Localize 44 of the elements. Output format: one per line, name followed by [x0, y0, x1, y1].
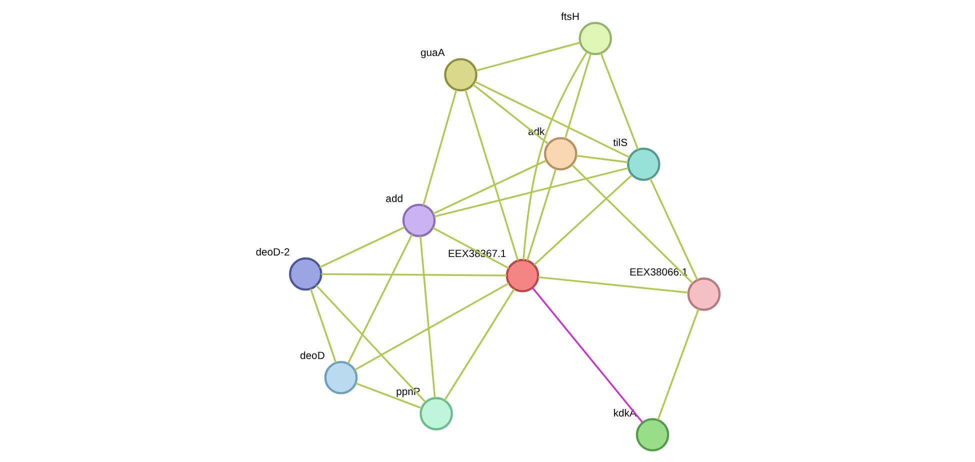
node-circle: [636, 418, 670, 452]
connector: [474, 80, 630, 158]
node-circle: [544, 137, 578, 170]
node-label: guaA: [420, 48, 445, 60]
connector: [321, 273, 507, 276]
connector: [534, 174, 632, 266]
node-circle: [627, 148, 660, 181]
connector: [600, 52, 639, 150]
node-circle: [444, 58, 478, 92]
connector: [422, 90, 458, 206]
node-circle: [324, 361, 358, 394]
node-circle: [687, 278, 721, 311]
connector: [420, 236, 436, 398]
connector: [310, 288, 337, 364]
connector: [464, 90, 519, 261]
connector: [532, 287, 644, 424]
connector: [355, 382, 422, 409]
node-label: deoD-2: [256, 247, 290, 258]
connector: [319, 226, 406, 268]
connector: [576, 154, 628, 164]
connector: [432, 160, 547, 215]
node-label: add: [386, 194, 403, 205]
connector: [571, 164, 694, 284]
node-circle: [288, 257, 322, 291]
connector: [476, 42, 580, 72]
connector: [522, 51, 588, 260]
connector: [564, 53, 592, 139]
connector: [444, 288, 515, 401]
connector: [354, 282, 510, 371]
node-label: deoD: [300, 351, 325, 362]
node-circle: [402, 204, 436, 238]
node-circle: [420, 397, 453, 430]
node-label: tilS: [613, 138, 628, 149]
connector: [649, 178, 698, 280]
connector: [538, 276, 688, 294]
node-label: ftsH: [561, 12, 580, 23]
connector: [657, 308, 700, 420]
node-circle: [578, 22, 612, 56]
node-circle: [506, 258, 540, 292]
connector: [347, 234, 413, 364]
connector: [316, 284, 426, 403]
connector: [434, 167, 629, 218]
connector: [526, 168, 557, 261]
connector: [472, 84, 549, 145]
